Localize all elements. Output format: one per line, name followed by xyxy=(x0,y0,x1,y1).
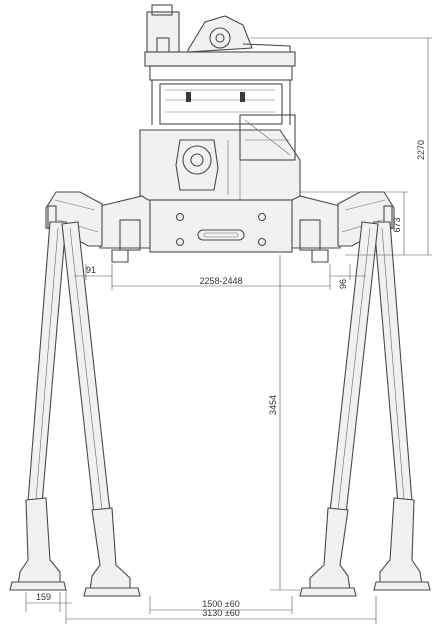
dim-foot-gap: 1500 ±60 xyxy=(202,599,239,609)
right-foot-outer xyxy=(373,497,431,591)
left-foot-inner xyxy=(83,507,141,597)
top-mechanism xyxy=(144,4,296,125)
right-leg-inner xyxy=(329,221,379,515)
dim-foot-width: 159 xyxy=(36,592,51,602)
left-foot-outer xyxy=(9,497,67,591)
dim-offset-left: 91 xyxy=(86,265,96,275)
right-leg-outer xyxy=(373,221,413,505)
dim-upper-height: 673 xyxy=(392,217,402,232)
central-body xyxy=(139,114,301,201)
left-leg-outer xyxy=(27,221,67,505)
dim-overall-height: 2270 xyxy=(416,140,426,160)
dim-outer-span: 3130 ±60 xyxy=(202,608,239,618)
right-foot-inner xyxy=(299,507,357,597)
dim-inner-span: 2258-2448 xyxy=(199,276,242,286)
dimension-lines xyxy=(25,37,432,624)
main-beam xyxy=(99,195,341,263)
dim-leg-height: 3454 xyxy=(268,395,278,415)
dim-offset-right: 96 xyxy=(338,279,348,289)
